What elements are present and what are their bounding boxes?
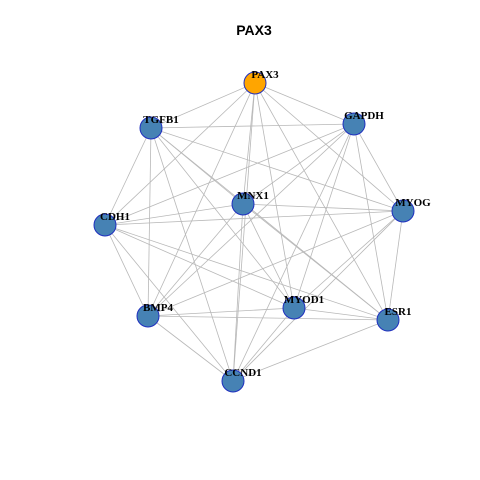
edge-tgfb1-cdh1 — [104, 127, 152, 226]
edge-esr1-ccnd1 — [232, 319, 389, 382]
node-cdh1[interactable] — [93, 213, 117, 237]
node-bmp4[interactable] — [136, 304, 160, 328]
edge-tgfb1-bmp4 — [147, 127, 152, 317]
edge-layer — [104, 82, 404, 382]
edge-myog-bmp4 — [147, 210, 404, 317]
edge-cdh1-esr1 — [104, 224, 389, 321]
node-tgfb1[interactable] — [139, 116, 163, 140]
edge-gapdh-ccnd1 — [232, 123, 355, 382]
node-mnx1[interactable] — [231, 192, 255, 216]
edge-pax3-mnx1 — [242, 82, 256, 205]
edge-pax3-esr1 — [254, 82, 389, 321]
edge-gapdh-esr1 — [353, 123, 389, 321]
edge-mnx1-cdh1 — [104, 203, 244, 226]
edge-mnx1-myod1 — [242, 203, 295, 309]
node-label-cdh1: CDH1 — [100, 211, 130, 223]
node-ccnd1[interactable] — [221, 369, 245, 393]
edge-pax3-myod1 — [254, 82, 295, 309]
node-gapdh[interactable] — [342, 112, 366, 136]
edge-myod1-bmp4 — [147, 307, 295, 317]
edge-pax3-bmp4 — [147, 82, 256, 317]
edge-gapdh-myog — [353, 123, 404, 212]
edge-gapdh-cdh1 — [104, 123, 355, 226]
node-label-gapdh: GAPDH — [344, 110, 384, 122]
node-myog[interactable] — [391, 199, 415, 223]
edge-tgfb1-myog — [150, 127, 404, 212]
node-label-mnx1: MNX1 — [237, 190, 269, 202]
edge-tgfb1-gapdh — [150, 123, 355, 129]
edge-myog-esr1 — [387, 210, 404, 321]
node-label-ccnd1: CCND1 — [224, 367, 261, 379]
node-label-myod1: MYOD1 — [284, 294, 324, 306]
edge-cdh1-bmp4 — [104, 224, 149, 317]
edge-pax3-cdh1 — [104, 82, 256, 226]
edge-gapdh-myod1 — [293, 123, 355, 309]
edge-bmp4-esr1 — [147, 315, 389, 321]
edge-pax3-tgfb1 — [150, 82, 256, 129]
figure-title: PAX3 — [236, 22, 272, 38]
edge-myod1-ccnd1 — [232, 307, 295, 382]
node-layer — [93, 71, 415, 393]
edge-cdh1-myog — [104, 210, 404, 226]
edge-tgfb1-myod1 — [150, 127, 295, 309]
edge-mnx1-myog — [242, 203, 404, 212]
edge-gapdh-mnx1 — [242, 123, 355, 205]
edge-mnx1-ccnd1 — [232, 203, 244, 382]
node-esr1[interactable] — [376, 308, 400, 332]
node-myod1[interactable] — [282, 296, 306, 320]
edge-myod1-esr1 — [293, 307, 389, 321]
edge-mnx1-esr1 — [242, 203, 389, 321]
node-pax3[interactable] — [243, 71, 267, 95]
node-label-myog: MYOG — [395, 197, 431, 209]
edge-bmp4-ccnd1 — [147, 315, 234, 382]
edge-myog-myod1 — [293, 210, 404, 309]
edge-pax3-ccnd1 — [232, 82, 256, 382]
node-label-pax3: PAX3 — [251, 69, 279, 81]
edge-myog-ccnd1 — [232, 210, 404, 382]
node-label-esr1: ESR1 — [385, 306, 412, 318]
node-label-bmp4: BMP4 — [143, 302, 173, 314]
edge-pax3-gapdh — [254, 82, 355, 125]
edge-cdh1-ccnd1 — [104, 224, 234, 382]
node-label-tgfb1: TGFB1 — [143, 114, 178, 126]
edge-cdh1-myod1 — [104, 224, 295, 309]
